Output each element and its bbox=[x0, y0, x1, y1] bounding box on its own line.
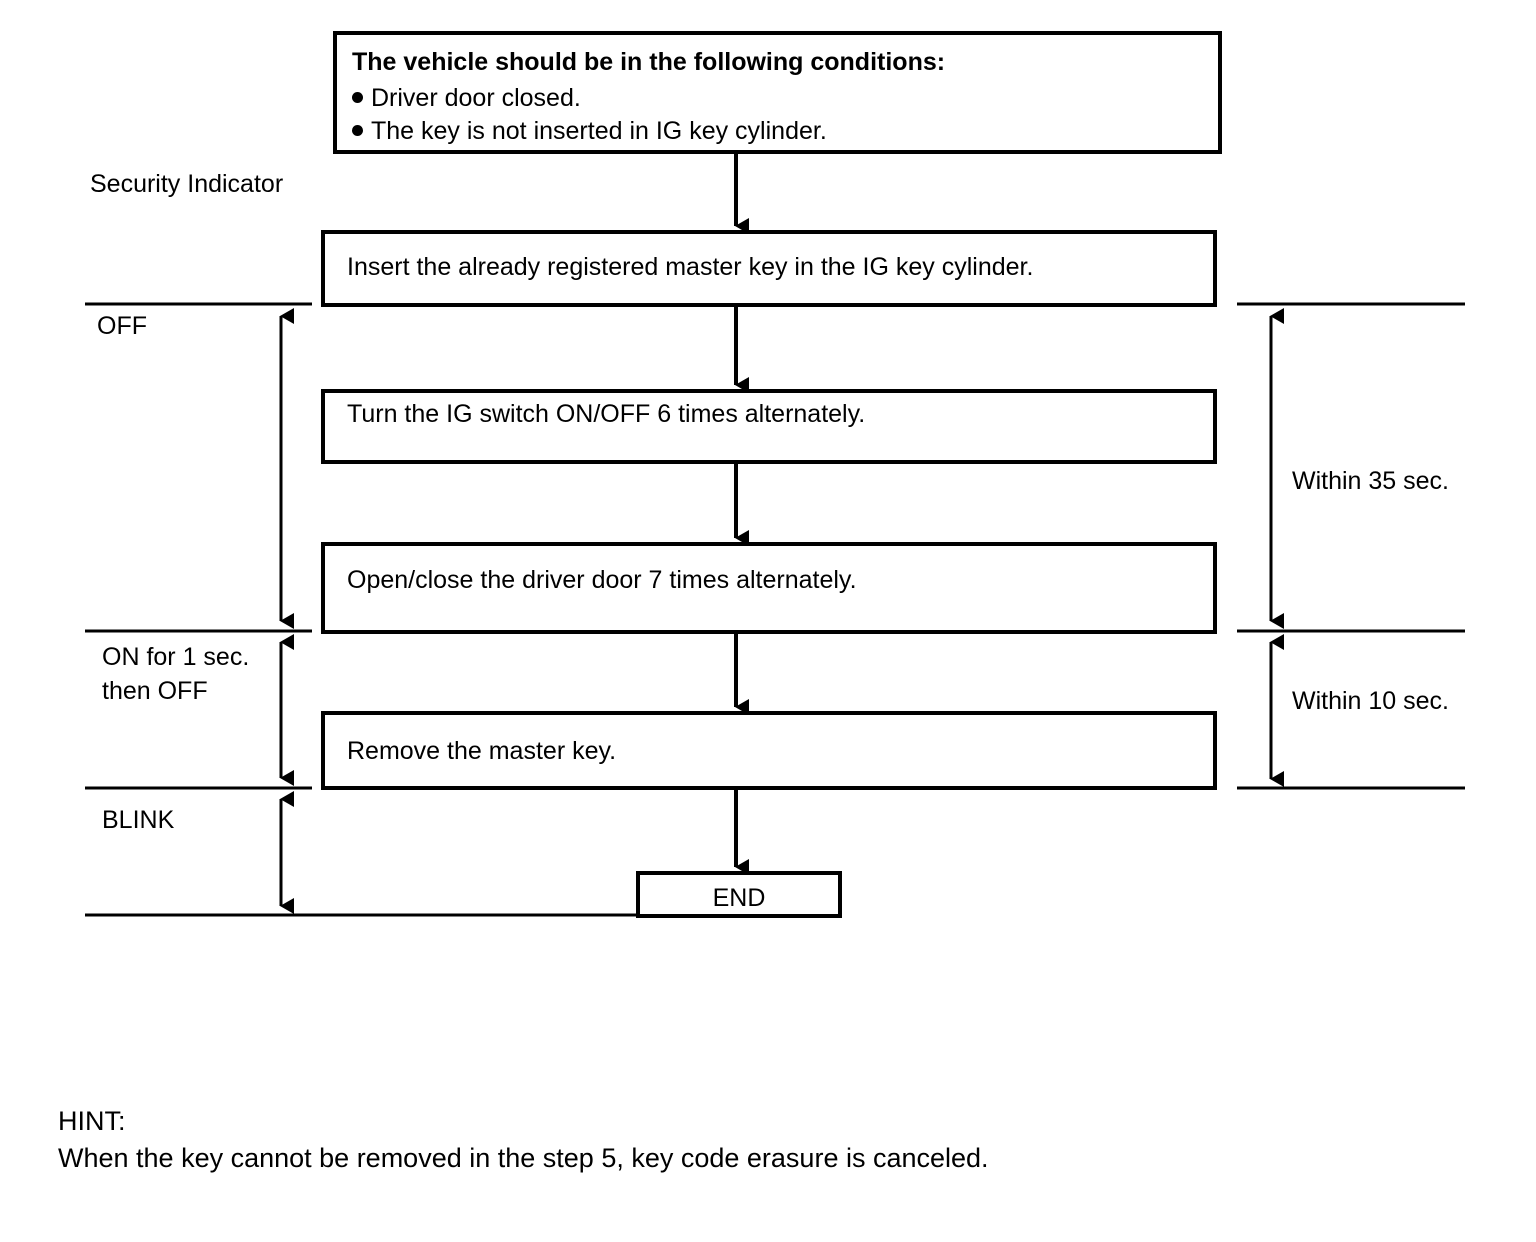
bullet-dot-icon bbox=[352, 92, 363, 103]
hint-body: When the key cannot be removed in the st… bbox=[58, 1143, 989, 1173]
timing-label-35-sec: Within 35 sec. bbox=[1292, 467, 1450, 495]
indicator-state-blink-label: BLINK bbox=[102, 806, 175, 834]
indicator-state-on-label-line2: then OFF bbox=[102, 677, 208, 705]
step-box-ig-switch bbox=[321, 389, 1217, 464]
step-box-insert-key bbox=[321, 230, 1217, 307]
condition-item-1: Driver door closed. bbox=[371, 84, 581, 112]
condition-item-2: The key is not inserted in IG key cylind… bbox=[371, 117, 827, 145]
security-indicator-label: Security Indicator bbox=[90, 170, 284, 198]
bullet-dot-icon bbox=[352, 125, 363, 136]
step-text-ig-switch: Turn the IG switch ON/OFF 6 times altern… bbox=[347, 400, 866, 428]
condition-box-heading: The vehicle should be in the following c… bbox=[352, 48, 946, 76]
step-text-remove-key: Remove the master key. bbox=[347, 737, 617, 765]
condition-box bbox=[333, 31, 1222, 154]
indicator-state-off-label: OFF bbox=[97, 312, 147, 340]
end-terminator-box bbox=[636, 871, 842, 918]
indicator-state-on-label-line1: ON for 1 sec. bbox=[102, 643, 250, 671]
hint-heading: HINT: bbox=[58, 1106, 126, 1136]
step-text-driver-door: Open/close the driver door 7 times alter… bbox=[347, 566, 857, 594]
timing-label-10-sec: Within 10 sec. bbox=[1292, 687, 1450, 715]
step-text-insert-key: Insert the already registered master key… bbox=[347, 253, 1034, 281]
end-terminator-label: END bbox=[712, 884, 766, 912]
step-box-remove-key bbox=[321, 711, 1217, 790]
step-box-driver-door bbox=[321, 542, 1217, 634]
